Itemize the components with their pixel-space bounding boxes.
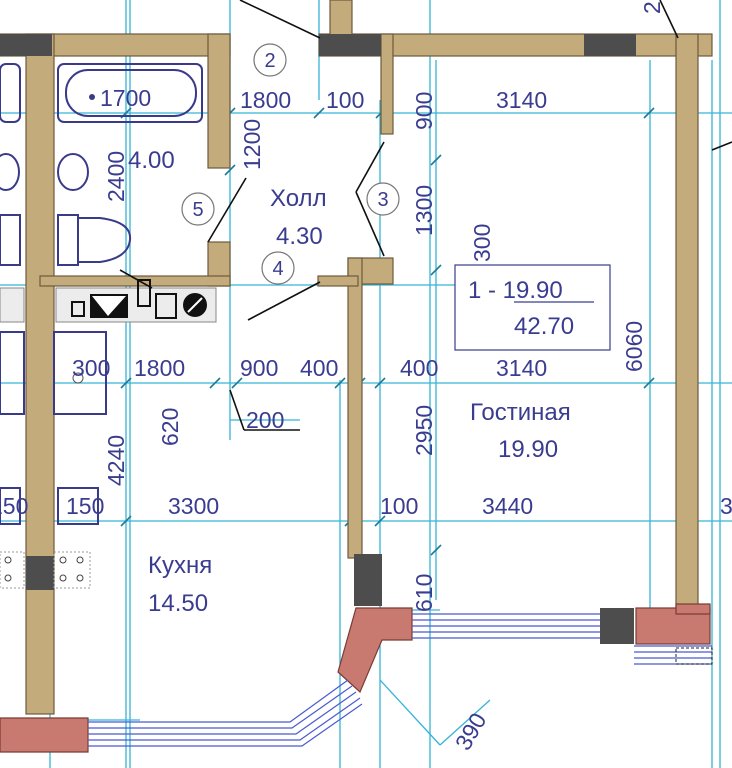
dim-k-3300: 3300 bbox=[168, 493, 219, 519]
summary-box bbox=[454, 264, 611, 351]
toilet-tank-icon bbox=[57, 214, 79, 266]
dim-mid-300: 300 bbox=[469, 224, 495, 262]
dim-top-3140: 3140 bbox=[496, 87, 547, 113]
dim-k-3440: 3440 bbox=[482, 493, 533, 519]
dim-k-3-partial: 3 bbox=[720, 493, 732, 519]
dim-row-1800: 1800 bbox=[134, 355, 185, 381]
living-area: 19.90 bbox=[498, 436, 558, 463]
wall-hall-right-top bbox=[380, 33, 394, 135]
dim-row-300: 300 bbox=[72, 355, 110, 381]
marker-2: 2 bbox=[264, 50, 275, 72]
dim-k-150a: 150 bbox=[0, 493, 28, 519]
dim-row-400b: 400 bbox=[400, 355, 438, 381]
counter-left bbox=[57, 487, 99, 525]
dim-left-1200: 1200 bbox=[239, 119, 265, 170]
dim-v-620: 620 bbox=[157, 408, 183, 446]
kitchen-area: 14.50 bbox=[148, 590, 208, 617]
dim-row-3140: 3140 bbox=[496, 355, 547, 381]
sink-icon bbox=[57, 153, 89, 191]
bathtub-icon-left bbox=[0, 63, 21, 123]
stove-icon bbox=[0, 551, 91, 589]
summary-line-2: 42.70 bbox=[514, 313, 574, 340]
balcony-column-left bbox=[0, 717, 89, 753]
dim-top-900: 900 bbox=[411, 92, 437, 130]
marker-4: 4 bbox=[272, 258, 283, 280]
dim-row-900: 900 bbox=[240, 355, 278, 381]
doors bbox=[119, 0, 732, 431]
bath-area: 4.00 bbox=[128, 147, 175, 174]
dim-left-2400: 2400 bbox=[103, 151, 129, 202]
dim-top-100: 100 bbox=[326, 87, 364, 113]
hall-area: 4.30 bbox=[276, 223, 323, 250]
dim-v-4240: 4240 bbox=[103, 435, 129, 486]
wall-left-bath bbox=[25, 33, 55, 715]
dim-v-610: 610 bbox=[411, 574, 437, 612]
kitchen-name: Кухня bbox=[148, 552, 212, 579]
dim-v-2950: 2950 bbox=[411, 405, 437, 456]
wall-bath-hall bbox=[207, 33, 231, 169]
bathtub-icon bbox=[57, 63, 203, 123]
wall-bath-bottom bbox=[39, 275, 231, 287]
wall-top-stub bbox=[329, 0, 353, 37]
sink-icon-left bbox=[0, 153, 20, 191]
dim-d-200: 200 bbox=[246, 407, 284, 433]
dim-row-400a: 400 bbox=[300, 355, 338, 381]
wall-right bbox=[675, 33, 699, 615]
dim-bath-1700: 1700 bbox=[100, 85, 151, 111]
wall-kitchen-living bbox=[347, 257, 363, 559]
marker-5: 5 bbox=[192, 199, 203, 221]
balcony bbox=[0, 603, 713, 753]
toilet-icon bbox=[77, 217, 132, 263]
dim-top-2-partial: 2 bbox=[639, 1, 665, 14]
balcony-right bbox=[635, 607, 711, 645]
dim-top-1800: 1800 bbox=[240, 87, 291, 113]
dim-d-390: 390 bbox=[450, 708, 492, 754]
columns bbox=[0, 34, 636, 644]
washer-icon bbox=[53, 331, 107, 415]
room-markers: 2 3 4 5 bbox=[181, 43, 400, 285]
marker-3: 3 bbox=[377, 189, 388, 211]
living-name: Гостиная bbox=[470, 399, 571, 426]
balcony-corner bbox=[337, 607, 413, 694]
hall-name: Холл bbox=[270, 185, 327, 212]
dim-k-150b: 150 bbox=[66, 493, 104, 519]
summary-line-1: 1 - 19.90 bbox=[468, 277, 563, 304]
dim-mid-1300: 1300 bbox=[411, 185, 437, 236]
dimension-ticks bbox=[120, 107, 699, 556]
wall-hall-bottom bbox=[317, 275, 359, 287]
fixtures bbox=[0, 63, 217, 589]
dim-k-100: 100 bbox=[380, 493, 418, 519]
dim-right-6060: 6060 bbox=[621, 321, 647, 372]
